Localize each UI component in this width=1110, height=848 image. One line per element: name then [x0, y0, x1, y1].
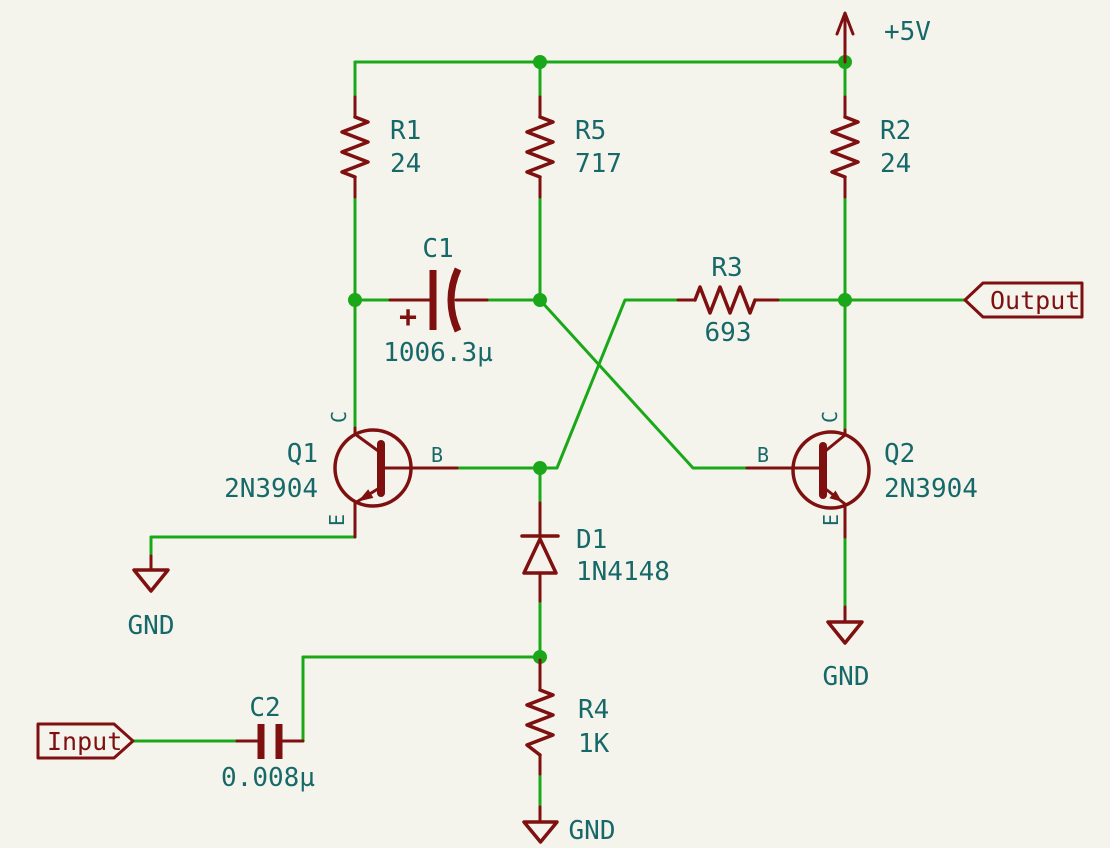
r2-value[interactable]: 24 [880, 149, 911, 179]
junctions [348, 55, 852, 664]
global-label-output[interactable]: Output [963, 281, 1084, 319]
power-arrow-head [835, 11, 855, 36]
transistor-circle [791, 430, 871, 510]
resistor-r2[interactable]: R2 24 [830, 95, 911, 199]
resistor-r4[interactable]: R4 1K [525, 658, 610, 776]
wires [131, 60, 967, 809]
capacitor-c1[interactable]: + C1 1006.3µ [383, 234, 493, 368]
diode-d1[interactable]: D1 1N4148 [520, 501, 670, 603]
emitter-arrow [358, 489, 374, 502]
r1-reference[interactable]: R1 [390, 116, 421, 146]
diode-triangle [522, 537, 558, 575]
c2-reference[interactable]: C2 [249, 693, 280, 723]
junction-dot[interactable] [348, 293, 362, 307]
c1-value[interactable]: 1006.3µ [383, 338, 493, 368]
junction-dot[interactable] [533, 461, 547, 475]
resistor-body [830, 115, 860, 179]
r4-reference[interactable]: R4 [578, 695, 609, 725]
gnd-label[interactable]: GND [569, 816, 616, 846]
q2-collector-pin [821, 428, 847, 455]
wire-cross-couple[interactable] [538, 298, 680, 470]
input-label-text[interactable]: Input [47, 727, 122, 756]
junction-dot[interactable] [533, 293, 547, 307]
resistor-r3[interactable]: R3 693 [676, 253, 780, 348]
q2-reference[interactable]: Q2 [884, 439, 915, 469]
q1-value[interactable]: 2N3904 [224, 474, 318, 504]
r2-reference[interactable]: R2 [880, 116, 911, 146]
junction-dot[interactable] [533, 55, 547, 69]
resistor-r1[interactable]: R1 24 [340, 95, 421, 199]
q1-emitter-pin [353, 485, 383, 539]
gnd-triangle [132, 568, 170, 593]
gnd-triangle [826, 620, 864, 645]
q2-base-label: B [757, 443, 769, 467]
power-label-5v[interactable]: +5V [884, 17, 931, 47]
capacitor-c2[interactable]: C2 0.008µ [221, 693, 315, 793]
resistor-body [525, 115, 555, 179]
r5-value[interactable]: 717 [575, 149, 622, 179]
resistor-body [693, 285, 757, 315]
q2-value[interactable]: 2N3904 [884, 474, 978, 504]
resistor-r5[interactable]: R5 717 [525, 95, 622, 199]
r5-reference[interactable]: R5 [575, 116, 606, 146]
d1-reference[interactable]: D1 [576, 525, 607, 555]
d1-value[interactable]: 1N4148 [576, 557, 670, 587]
q1-base-label: B [431, 443, 443, 467]
global-label-input[interactable]: Input [36, 722, 135, 760]
c2-value[interactable]: 0.008µ [221, 763, 315, 793]
gnd-label[interactable]: GND [128, 611, 175, 641]
q1-emitter-label: E [325, 514, 349, 526]
q2-emitter-label: E [819, 514, 843, 526]
r3-value[interactable]: 693 [705, 318, 752, 348]
gnd-symbol-right[interactable]: GND [823, 605, 870, 692]
c1-reference[interactable]: C1 [422, 234, 453, 264]
junction-dot[interactable] [838, 293, 852, 307]
q2-emitter-pin [821, 485, 847, 539]
gnd-triangle [522, 820, 559, 844]
gnd-label[interactable]: GND [823, 662, 870, 692]
resistor-body [340, 115, 370, 179]
resistor-body [525, 688, 555, 757]
q1-reference[interactable]: Q1 [287, 439, 318, 469]
power-flag-5v[interactable]: +5V [835, 11, 931, 64]
gnd-symbol-left[interactable]: GND [128, 554, 175, 641]
q1-collector-label: C [327, 411, 351, 423]
gnd-symbol-bottom[interactable]: GND [522, 805, 616, 846]
q1-collector-pin [353, 426, 383, 455]
r4-value[interactable]: 1K [578, 729, 610, 759]
wire-cross-couple[interactable] [538, 298, 749, 470]
input-label-outline [36, 722, 135, 760]
output-label-outline [963, 281, 1084, 319]
capacitor-plate-curved [447, 267, 462, 333]
r3-reference[interactable]: R3 [711, 253, 742, 283]
polarity-plus-sign: + [399, 300, 417, 335]
transistor-q1[interactable]: C B E Q1 2N3904 [224, 411, 459, 539]
emitter-arrow [829, 490, 842, 502]
wire[interactable] [149, 535, 357, 558]
junction-dot[interactable] [533, 650, 547, 664]
r1-value[interactable]: 24 [390, 149, 421, 179]
output-label-text[interactable]: Output [990, 286, 1080, 315]
q2-collector-label: C [818, 411, 842, 423]
transistor-q2[interactable]: C B E Q2 2N3904 [745, 411, 978, 539]
